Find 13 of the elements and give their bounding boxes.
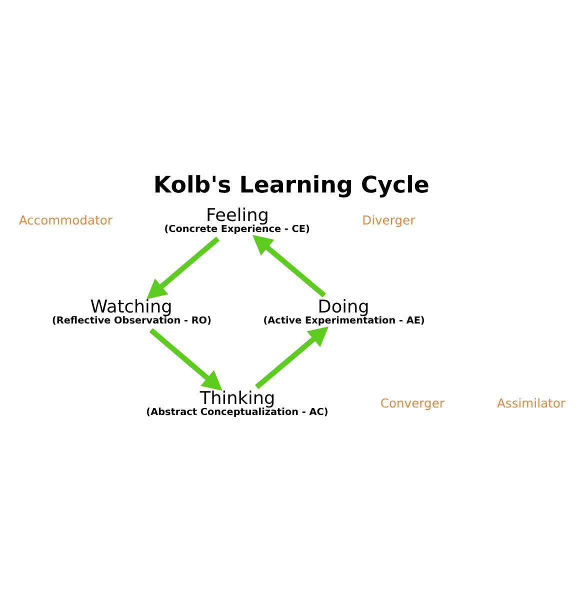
label: Diverger: [362, 213, 416, 228]
node-text: Watching (Reflective Observation - RO): [52, 296, 212, 326]
label: Accommodator: [18, 213, 112, 228]
label: Assimilator: [496, 396, 566, 410]
diagram-title: Kolb's Learning Cycle: [153, 172, 430, 198]
label: Converger: [380, 396, 444, 410]
arrow: [149, 328, 222, 390]
arrow: [254, 326, 329, 389]
node-text: Doing (Active Experimentation - AE): [263, 296, 425, 326]
arrow: [146, 236, 220, 299]
node-text: Thinking (Abstract Conceptualization - AC): [146, 388, 328, 418]
node-text: Feeling (Concrete Experience - CE): [164, 205, 310, 235]
arrow: [252, 234, 326, 298]
